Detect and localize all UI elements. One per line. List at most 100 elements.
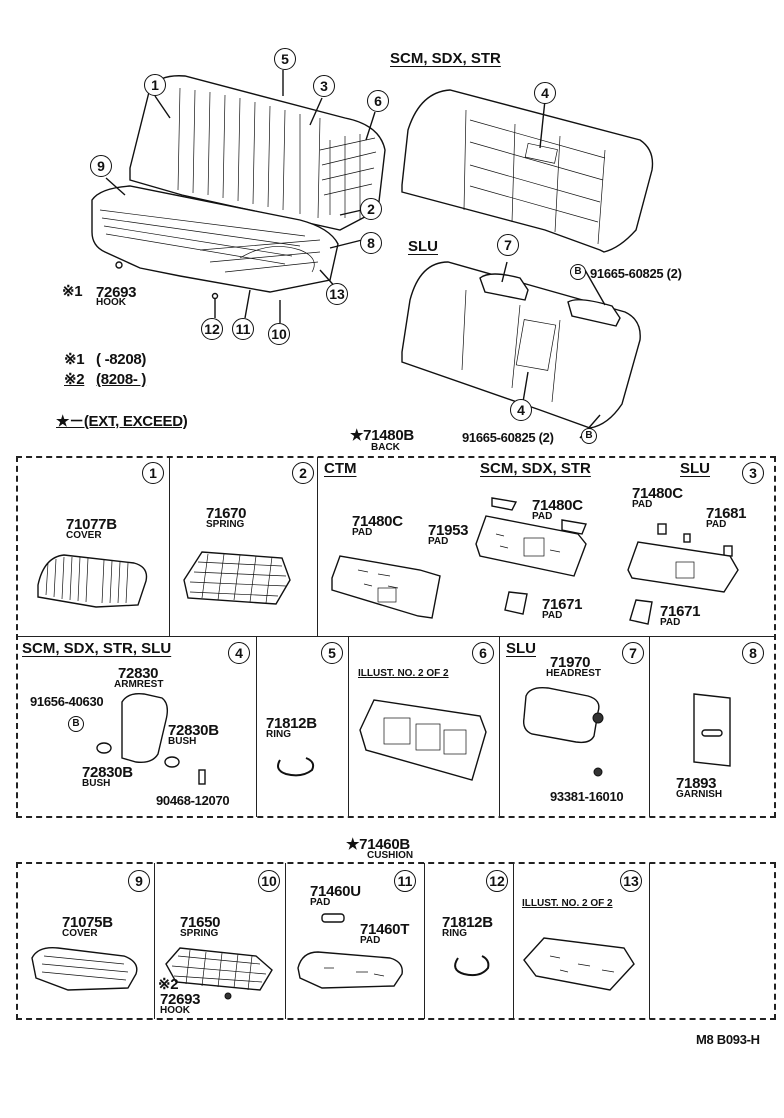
seat-back-cover-drawing: [37, 554, 148, 608]
note2-mark: ※2: [64, 371, 85, 388]
part-number: 71893: [676, 775, 717, 792]
callout-1: 1: [144, 74, 166, 96]
hook-part-number: 72693: [96, 284, 137, 301]
part-number: 71480C: [532, 497, 583, 514]
armrest-drawing: [121, 692, 169, 764]
part-name: PAD: [706, 519, 727, 530]
divider: [285, 863, 286, 1019]
part-name: BUSH: [82, 778, 111, 789]
cell-number: 10: [258, 870, 280, 892]
note1-text: ( -8208): [96, 351, 147, 368]
part-name: PAD: [542, 610, 563, 621]
callout-4-scm: 4: [534, 82, 556, 104]
divider: [424, 863, 425, 1019]
part-name: PAD: [660, 617, 681, 628]
bolt-mark-upper: B: [570, 264, 586, 280]
cell-number: 6: [472, 642, 494, 664]
divider: [317, 457, 318, 636]
back-group-subtitle: BACK: [371, 442, 400, 453]
part-number: 71075B: [62, 914, 113, 931]
back-frame-drawing: [359, 699, 487, 781]
variant-label-slu: SLU: [408, 238, 438, 255]
part-name: COVER: [62, 928, 98, 939]
hook-part-name: HOOK: [96, 297, 126, 308]
part-number: 72830B: [82, 764, 133, 781]
bolt-mark: B: [68, 716, 84, 732]
divider: [513, 863, 514, 1019]
seat-assembly-illustration: [91, 70, 654, 439]
part-number: 71480C: [352, 513, 403, 530]
cushion-cover-drawing: [31, 947, 138, 991]
ring-drawing: [277, 757, 315, 777]
bolt-part-number: 91656-40630: [30, 694, 104, 709]
note1-mark: ※1: [64, 351, 85, 368]
divider: [348, 637, 349, 817]
cushion-spring-drawing: [165, 947, 273, 1000]
footer-code: M8 B093-H: [696, 1032, 760, 1047]
callout-4-slu: 4: [510, 399, 532, 421]
part-name: BUSH: [168, 736, 197, 747]
scm-small-pad-drawing: [504, 591, 528, 615]
part-number: 71671: [542, 596, 583, 613]
callout-3: 3: [313, 75, 335, 97]
scm-pad-drawing: [475, 497, 587, 577]
callout-13: 13: [326, 283, 348, 305]
divider: [169, 457, 170, 636]
callout-8: 8: [360, 232, 382, 254]
part-number: 71480C: [632, 485, 683, 502]
divider: [256, 637, 257, 817]
small-pad-drawing: [321, 913, 345, 923]
part-name: SPRING: [180, 928, 219, 939]
scm-header: SCM, SDX, STR: [480, 460, 591, 477]
part-number: 71953: [428, 522, 469, 539]
cushion-group-subtitle: CUSHION: [367, 850, 414, 861]
part-number: 71670: [206, 505, 247, 522]
cell-number: 5: [321, 642, 343, 664]
screw-part-number: 90468-12070: [156, 793, 230, 808]
back-parts-box: [16, 456, 776, 818]
callout-11: 11: [232, 318, 254, 340]
star-note: ★－(EXT, EXCEED): [56, 413, 188, 430]
variant-label-scm: SCM, SDX, STR: [390, 50, 501, 67]
part-name: RING: [442, 928, 467, 939]
back-spring-drawing: [183, 551, 291, 605]
callout-10: 10: [268, 323, 290, 345]
cell-header: SLU: [506, 640, 536, 657]
ring-drawing: [454, 955, 490, 977]
back-row-divider: [17, 636, 775, 637]
cell-number: 4: [228, 642, 250, 664]
bolt-part-upper: 91665-60825 (2): [590, 266, 682, 281]
screw-part-number: 93381-16010: [550, 789, 624, 804]
part-name: PAD: [360, 935, 381, 946]
part-name: GARNISH: [676, 789, 723, 800]
part-name: COVER: [66, 530, 102, 541]
callout-6: 6: [367, 90, 389, 112]
illustration-note: ILLUST. NO. 2 OF 2: [522, 898, 613, 909]
hook-note-mark: ※1: [62, 283, 83, 300]
divider: [649, 637, 650, 817]
garnish-drawing: [693, 693, 731, 767]
part-number: 72693: [160, 991, 201, 1008]
callout-9: 9: [90, 155, 112, 177]
slu-small-pad-drawing: [629, 599, 653, 625]
part-name: PAD: [428, 536, 449, 547]
cell-number: 9: [128, 870, 150, 892]
part-name: SPRING: [206, 519, 245, 530]
screw-icon: [198, 769, 206, 785]
slu-pad-drawing: [627, 523, 739, 593]
slu-header: SLU: [680, 460, 710, 477]
callout-2: 2: [360, 198, 382, 220]
cell-number: 11: [394, 870, 416, 892]
part-number: 71970: [550, 654, 591, 671]
part-number: 71650: [180, 914, 221, 931]
part-name: PAD: [632, 499, 653, 510]
part-name: RING: [266, 729, 291, 740]
part-name: PAD: [310, 897, 331, 908]
callout-5: 5: [274, 48, 296, 70]
cell-number: 1: [142, 462, 164, 484]
callout-7: 7: [497, 234, 519, 256]
divider: [499, 637, 500, 817]
part-number: 71681: [706, 505, 747, 522]
part-number: 71460U: [310, 883, 361, 900]
part-number: 71671: [660, 603, 701, 620]
